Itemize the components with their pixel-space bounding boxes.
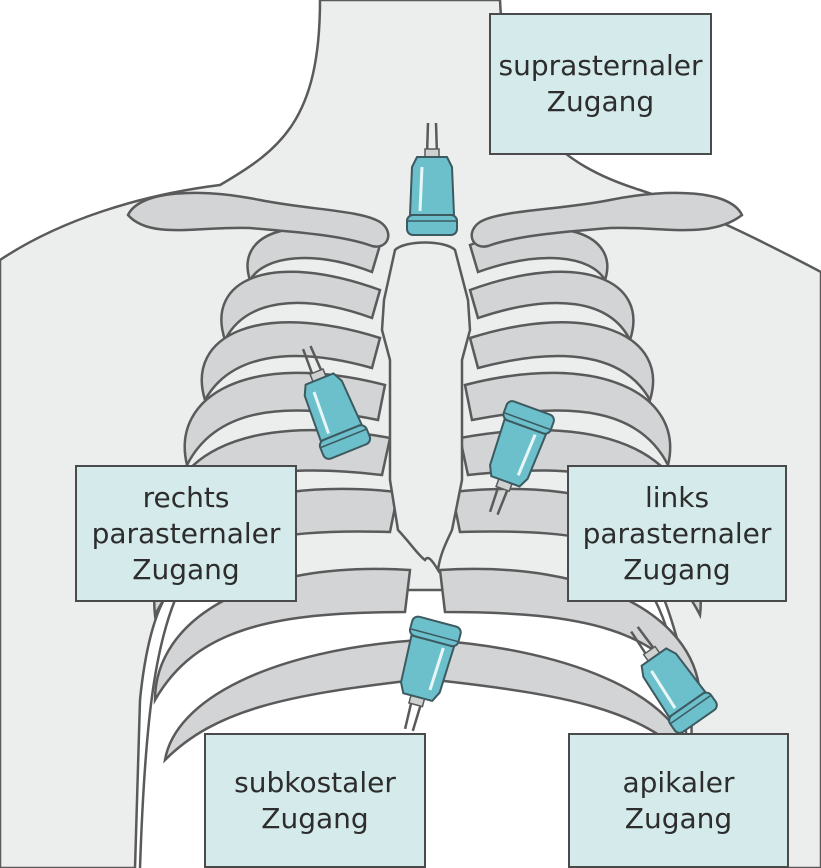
label-links-line2: parasternaler [583, 516, 772, 552]
label-suprasternal-line1: suprasternaler [498, 48, 702, 84]
label-links-line3: Zugang [623, 552, 730, 588]
label-rechts-line1: rechts [143, 480, 230, 516]
label-rechts-line2: parasternaler [92, 516, 281, 552]
label-subkostal-line1: subkostaler [234, 765, 396, 801]
label-subkostal: subkostaler Zugang [204, 733, 426, 868]
label-suprasternal-line2: Zugang [547, 84, 654, 120]
label-apikal-line2: Zugang [625, 801, 732, 837]
label-subkostal-line2: Zugang [261, 801, 368, 837]
label-links-parasternal: links parasternaler Zugang [567, 465, 787, 602]
label-apikal: apikaler Zugang [568, 733, 789, 868]
label-rechts-line3: Zugang [132, 552, 239, 588]
label-suprasternal: suprasternaler Zugang [489, 13, 712, 155]
label-links-line1: links [645, 480, 709, 516]
label-rechts-parasternal: rechts parasternaler Zugang [75, 465, 297, 602]
label-apikal-line1: apikaler [622, 765, 734, 801]
